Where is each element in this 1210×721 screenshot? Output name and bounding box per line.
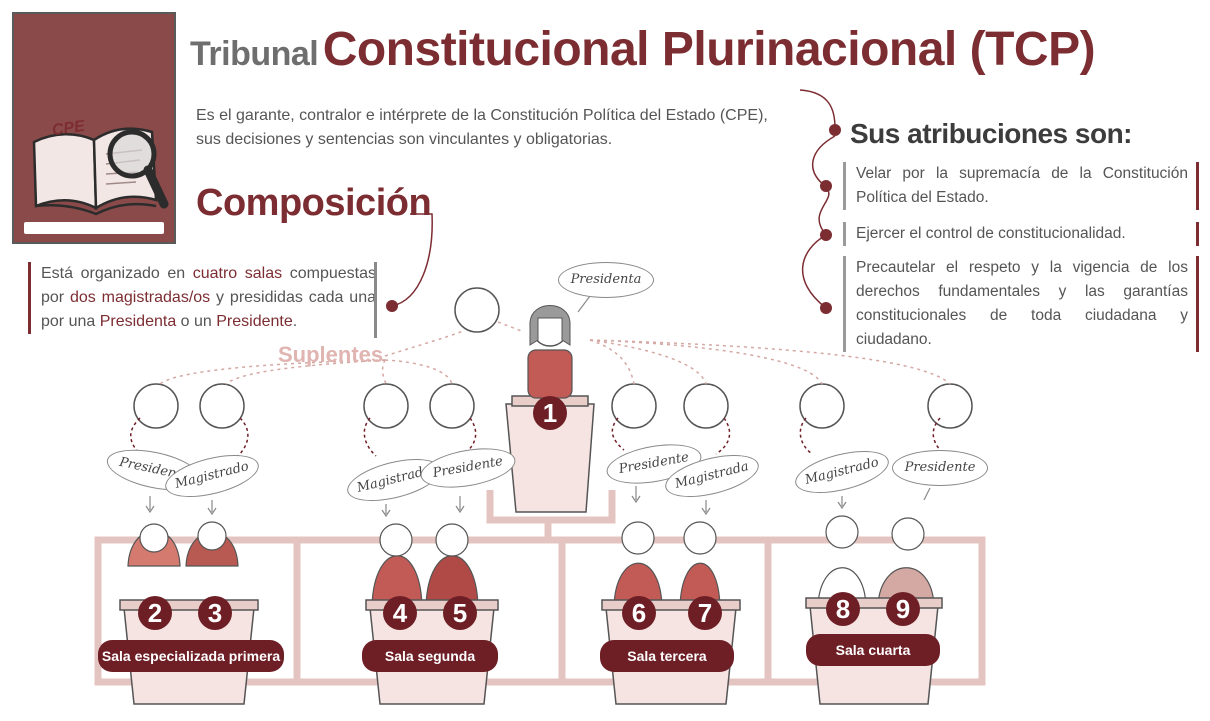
court-frame [94,490,986,686]
page-title: Tribunal Constitucional Plurinacional (T… [190,22,1096,77]
badge-4: 4 [383,596,417,630]
composicion-fragment: o un [176,313,217,330]
intro-text: Es el garante, contralor e intérprete de… [196,107,768,148]
composicion-highlight: cuatro salas [192,265,283,282]
sala-label-4: Sala cuarta [806,634,940,666]
composicion-heading: Composición [196,182,432,224]
connector-dot [820,229,832,241]
atribuciones-heading: Sus atribuciones son: [850,118,1133,149]
connector-dot [829,124,841,136]
composicion-highlight: Presidente [216,313,293,330]
connector-title-atrib [799,89,836,129]
suplente-portraits [133,287,973,429]
composicion-fragment: . [292,313,298,330]
composicion-fragment: y presididas cada una por una [41,289,376,330]
composicion-right-bar [374,262,377,338]
badge-3: 3 [198,596,232,630]
badge-9: 9 [886,592,920,626]
composicion-fragment: Está organizado en [41,265,193,282]
presidenta-figure [527,305,573,399]
connector-atrib-items [801,135,836,309]
atribucion-item-1: Velar por la supremacía de la Constituci… [843,162,1199,210]
badge-6: 6 [622,596,656,630]
badge-2: 2 [138,596,172,630]
suplentes-lines [159,321,951,385]
sala-label-1: Sala especializada primera [98,640,284,672]
badge-1: 1 [533,396,567,430]
connector-dot [820,180,832,192]
connector-dot [820,302,832,314]
book-magnifier-icon [32,127,169,216]
bubble-s4-presidente: Presidente [892,450,988,486]
title-part2: Constitucional Plurinacional (TCP) [322,23,1096,76]
composicion-fragment: compuestas por [41,265,376,306]
atribucion-item-2: Ejercer el control de constitucionalidad… [843,222,1199,246]
composicion-highlight: dos magistradas/os [70,289,211,306]
composicion-highlight: Presidenta [99,313,177,330]
book-illustration-panel: CPE [12,12,176,244]
badge-5: 5 [443,596,477,630]
sala-label-2: Sala segunda [362,640,498,672]
connector-dot [386,300,398,312]
sala-label-3: Sala tercera [600,640,734,672]
badge-7: 7 [688,596,722,630]
suplentes-label: Suplentes [278,342,384,367]
badge-8: 8 [826,592,860,626]
title-part1: Tribunal [190,35,319,73]
atribucion-item-3: Precautelar el respeto y la vigencia de … [843,256,1199,352]
composicion-text: Está organizado en cuatro salas compuest… [28,262,376,334]
bubble-tails [145,295,931,518]
book-bar [24,222,164,234]
connector-composicion [391,213,433,307]
bubble-presidenta-top: Presidenta [558,262,654,298]
